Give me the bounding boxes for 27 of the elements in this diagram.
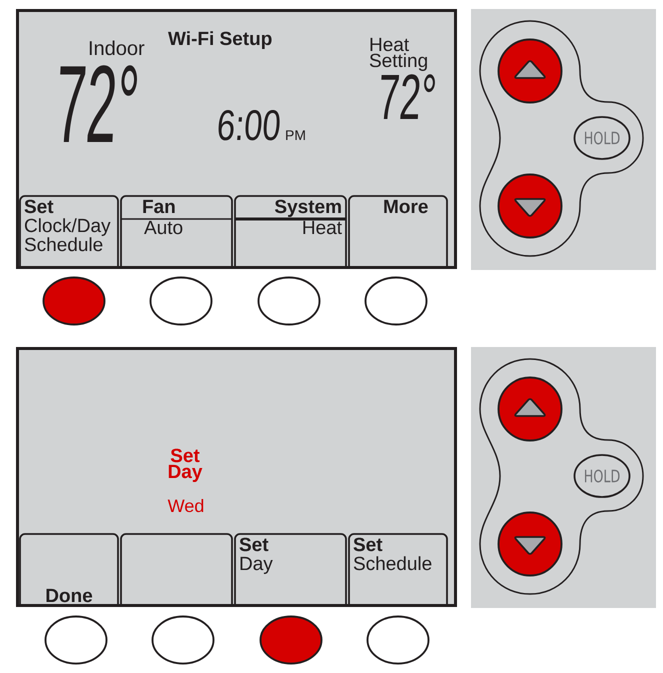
soft-key-label: Set Clock/Day Schedule [19,195,119,267]
push-button [364,276,428,326]
soft-key-label: Fan Auto [120,195,233,267]
push-button [258,276,320,326]
time-suffix: PM [286,130,305,140]
soft-key-label: More [348,195,448,267]
push-button [42,276,106,326]
hold-button: HOLD [574,454,630,498]
push-button [152,616,214,664]
hold-button: HOLD [574,116,630,160]
empty-soft-key [120,533,233,605]
day-readout: Wed [168,498,204,512]
push-button [260,616,322,664]
soft-key-label: System Heat [234,195,347,267]
mode-heading: Set Day [168,448,202,482]
soft-key-label: Done [19,533,119,605]
push-button [44,616,108,664]
screen-heading: Wi-Fi Setup [168,31,272,49]
soft-key-label: Set Day [234,533,347,605]
temperature-readout: 72° [60,65,137,142]
push-button [150,276,212,326]
soft-key-label: Set Schedule [348,533,448,605]
push-button [366,616,430,664]
temperature-label: Indoor [90,40,144,56]
setpoint-label: Heat Setting [370,38,427,71]
clock-readout: 6:00 [218,110,280,140]
setpoint-readout: 72° [381,74,435,119]
